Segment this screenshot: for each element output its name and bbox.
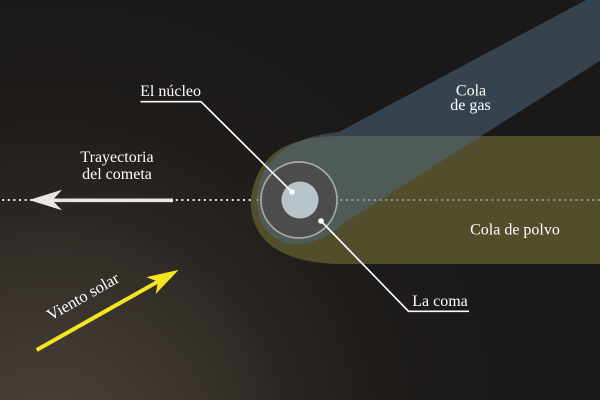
svg-text:Cola: Cola <box>456 83 486 100</box>
svg-text:de gas: de gas <box>450 97 490 114</box>
svg-text:La coma: La coma <box>412 293 468 310</box>
svg-text:Trayectoria: Trayectoria <box>80 149 153 166</box>
svg-text:del cometa: del cometa <box>82 166 152 183</box>
svg-text:Cola de polvo: Cola de polvo <box>470 222 560 239</box>
svg-text:El núcleo: El núcleo <box>140 83 201 100</box>
